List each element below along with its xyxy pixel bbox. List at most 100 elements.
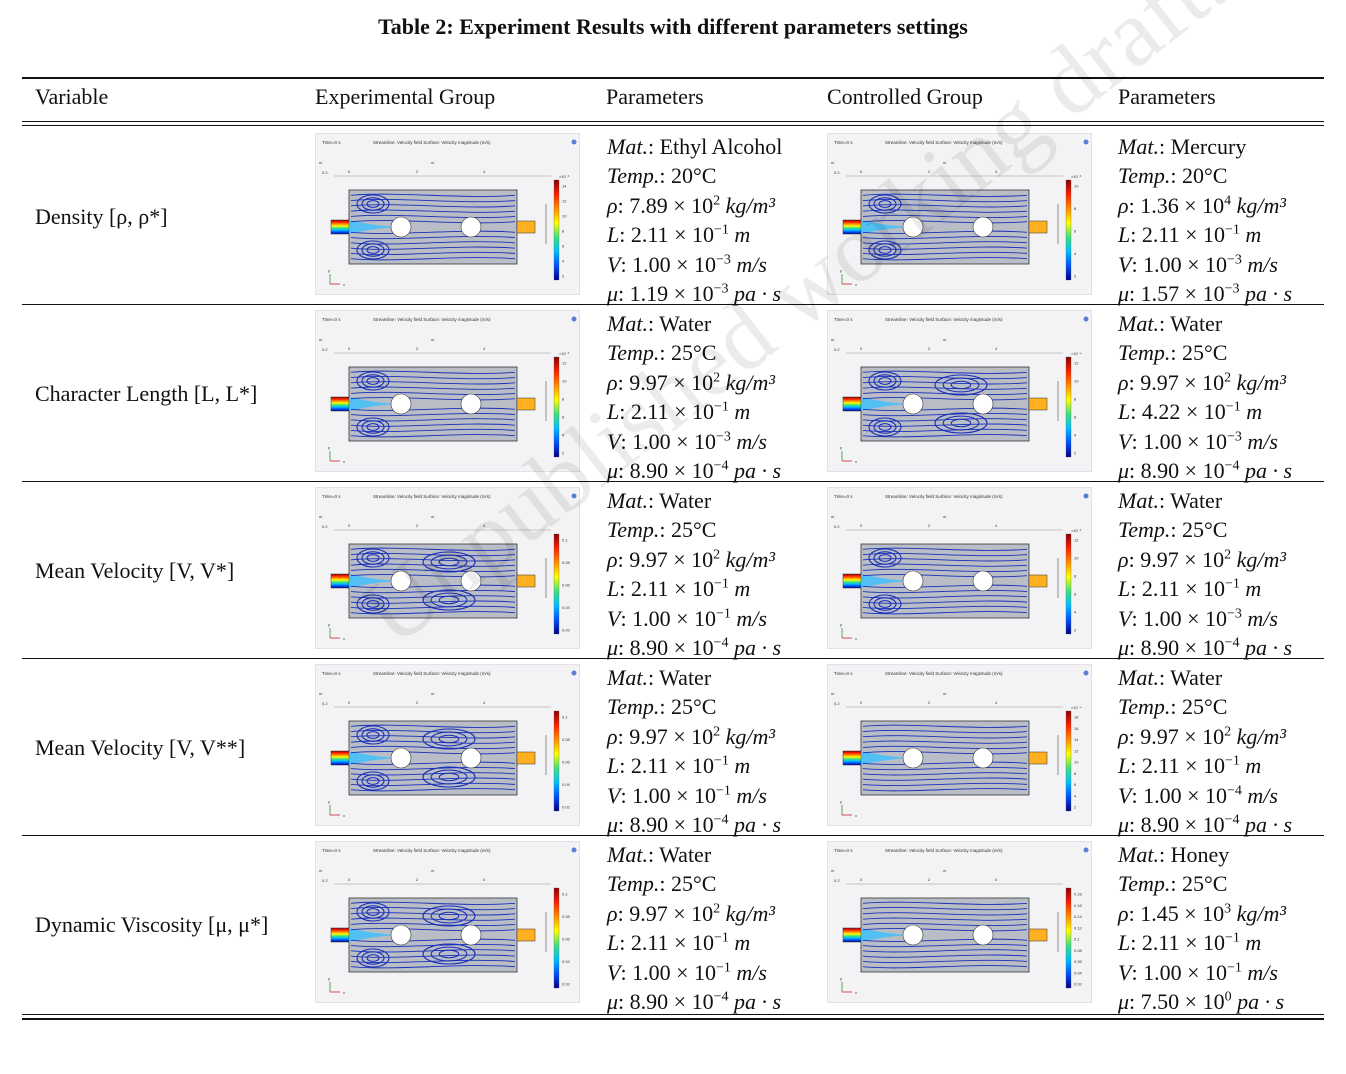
streamline — [350, 584, 516, 588]
bottom-rule-1 — [22, 1014, 1324, 1015]
streamline — [862, 761, 1028, 765]
streamline — [350, 209, 516, 213]
param-L-exponent: −1 — [1224, 753, 1240, 769]
vortex — [878, 600, 892, 608]
param-rho-mantissa: 9.97 — [1140, 546, 1179, 572]
vortex — [934, 412, 988, 434]
streamline — [862, 772, 1028, 776]
axis-x-label: x — [855, 459, 857, 464]
param-times: × 10 — [673, 634, 714, 660]
param-label-V: V — [1118, 959, 1132, 985]
vortex — [361, 951, 385, 965]
cylinder-obstacle — [902, 393, 924, 415]
vortex — [942, 415, 980, 431]
param-times: × 10 — [1184, 900, 1225, 926]
vortex — [356, 240, 390, 260]
colorbar-tick-label: 0.06 — [562, 583, 571, 588]
param-rho-mantissa: 1.36 — [1140, 192, 1179, 218]
param-label-mu: μ — [1118, 634, 1130, 660]
param-times: × 10 — [1184, 546, 1225, 572]
sim-time-label: Time=0 s — [322, 140, 341, 145]
inlet-channel — [330, 927, 350, 943]
param-material: Water — [659, 842, 712, 867]
sim-tick-label: 2 — [928, 523, 931, 528]
param-label-mu: μ — [1118, 280, 1130, 306]
param-rho-unit: kg/m³ — [725, 546, 775, 572]
streamline — [862, 589, 1028, 594]
param-label-V: V — [607, 782, 621, 808]
colorbar-tick-label: 4 — [562, 433, 565, 438]
param-L-unit: m — [1245, 753, 1262, 779]
streamline — [862, 917, 1028, 921]
param-times: × 10 — [676, 605, 716, 631]
inlet-jet — [349, 397, 404, 411]
colorbar-tick-label: 6 — [1074, 229, 1077, 234]
streamline — [350, 906, 516, 911]
sim-y0-label: 0.2 — [834, 701, 840, 706]
vortex — [356, 771, 390, 791]
streamline — [350, 370, 516, 374]
streamline — [350, 235, 516, 240]
variable-label: Mean Velocity [V, V*] — [35, 557, 235, 583]
param-V-mantissa: 1.00 — [632, 782, 671, 808]
param-rho-unit: kg/m³ — [1236, 900, 1286, 926]
sim-tick-label: 2 — [928, 169, 931, 174]
vortex — [366, 246, 380, 254]
param-rho-mantissa: 9.97 — [629, 900, 668, 926]
sim-time-label: Time=0 s — [834, 671, 853, 676]
param-label-L: L — [607, 399, 620, 425]
sim-plot-title: Streamline: Velocity field Surface: Velo… — [885, 317, 1003, 322]
vortex — [868, 594, 902, 614]
vortex — [422, 728, 476, 750]
axis-y-label: y — [328, 799, 330, 804]
streamline — [862, 788, 1028, 792]
streamline — [350, 251, 516, 256]
param-L-mantissa: 2.11 — [1141, 930, 1180, 956]
sim-time-label: Time=0 s — [322, 848, 341, 853]
colorbar — [553, 887, 560, 989]
param-label-mu: μ — [607, 457, 619, 483]
sim-unit-x: m — [431, 691, 435, 696]
streamline — [862, 600, 1028, 604]
colorbar-tick-label: 8 — [1074, 574, 1077, 579]
colorbar-tick-label: 2 — [1074, 628, 1077, 633]
sim-tick-label: 4 — [995, 346, 998, 351]
sim-tick-label: 4 — [483, 523, 486, 528]
streamline — [350, 782, 516, 787]
cylinder-obstacle — [902, 570, 924, 592]
param-label-V: V — [1118, 251, 1132, 277]
sim-unit-x: m — [431, 337, 435, 342]
axis-y-label: y — [840, 622, 842, 627]
colorbar-tick-label: 0.16 — [1074, 903, 1083, 908]
cylinder-obstacle — [390, 924, 412, 946]
param-mu-unit: pa · s — [1245, 634, 1293, 660]
colorbar — [1065, 887, 1072, 989]
header-controlled-group: Controlled Group — [827, 84, 983, 109]
param-mu-unit: pa · s — [734, 811, 782, 837]
colorbar-tick-label: 18 — [1074, 715, 1079, 720]
vortex — [366, 600, 380, 608]
sim-tick-label: 2 — [416, 346, 419, 351]
sim-gear-icon — [1083, 670, 1089, 676]
colorbar-scale: ×10⁻³ — [1071, 528, 1082, 533]
param-mu-exponent: −4 — [713, 635, 729, 651]
streamline — [862, 766, 1028, 771]
cylinder-obstacle — [390, 747, 412, 769]
param-V-unit: m/s — [1247, 428, 1278, 454]
axis-y-label: y — [328, 622, 330, 627]
param-rho-mantissa: 9.97 — [629, 546, 668, 572]
param-V-mantissa: 1.00 — [1143, 782, 1182, 808]
param-times: × 10 — [1184, 457, 1225, 483]
param-temperature: 20°C — [1182, 163, 1228, 189]
param-temperature: 25°C — [671, 871, 717, 897]
param-mu-exponent: −4 — [1224, 812, 1240, 828]
param-times: × 10 — [674, 753, 714, 779]
sim-y0-label: 0.2 — [322, 701, 328, 706]
sim-tick-label: 0 — [860, 877, 863, 882]
row-separator — [22, 304, 1324, 305]
